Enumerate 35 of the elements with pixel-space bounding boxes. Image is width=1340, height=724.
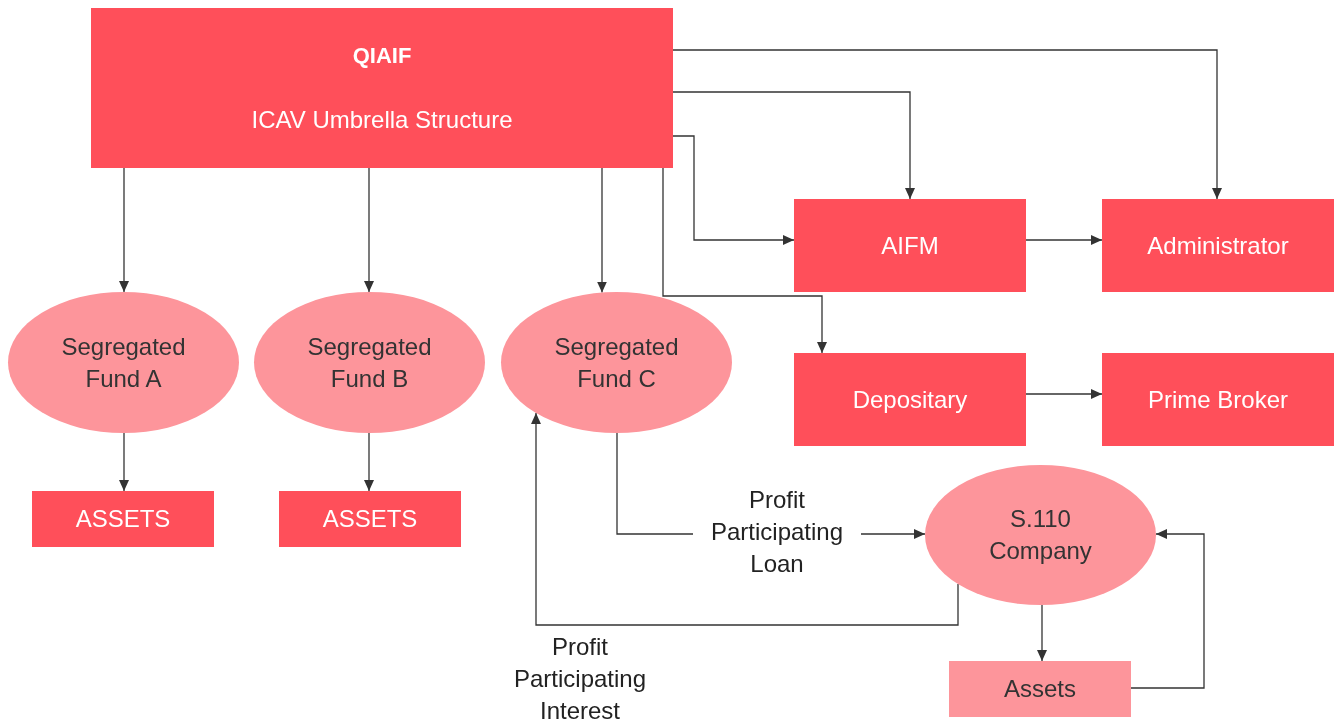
entity-box xyxy=(32,491,214,547)
arrow xyxy=(119,432,129,492)
arrow xyxy=(1025,389,1103,399)
arrow xyxy=(672,49,1222,200)
entity-box xyxy=(1102,353,1334,446)
arrow xyxy=(1025,235,1103,245)
node-label: Administrator xyxy=(1147,230,1289,261)
arrow xyxy=(672,135,795,245)
arrow xyxy=(597,167,607,294)
arrow xyxy=(1037,604,1047,662)
node-label: ASSETS xyxy=(75,504,171,534)
arrow xyxy=(672,91,915,200)
entity-box xyxy=(91,8,673,168)
node-label: ICAV Umbrella Structure xyxy=(251,105,513,135)
title-text: QIAIF xyxy=(352,42,412,70)
node-label: Assets xyxy=(1004,674,1076,704)
arrow xyxy=(364,432,374,492)
node-label: Segregated Fund B xyxy=(306,331,433,394)
assets-box xyxy=(949,661,1131,717)
node-label: Segregated Fund A xyxy=(60,331,187,394)
entity-box xyxy=(279,491,461,547)
arrow xyxy=(364,167,374,293)
node-label: AIFM xyxy=(881,230,939,261)
node-label: S.110 Company xyxy=(988,504,1093,566)
entity-box xyxy=(794,353,1026,446)
node-label: ASSETS xyxy=(322,504,418,534)
node-label: Depositary xyxy=(852,384,968,415)
entity-box xyxy=(794,199,1026,292)
arrow xyxy=(119,167,129,293)
arrow xyxy=(531,412,959,626)
node-label: Prime Broker xyxy=(1148,384,1288,415)
arrow xyxy=(662,167,827,354)
arrow xyxy=(1130,529,1205,689)
node-label: Segregated Fund C xyxy=(553,331,680,394)
entity-box xyxy=(1102,199,1334,292)
